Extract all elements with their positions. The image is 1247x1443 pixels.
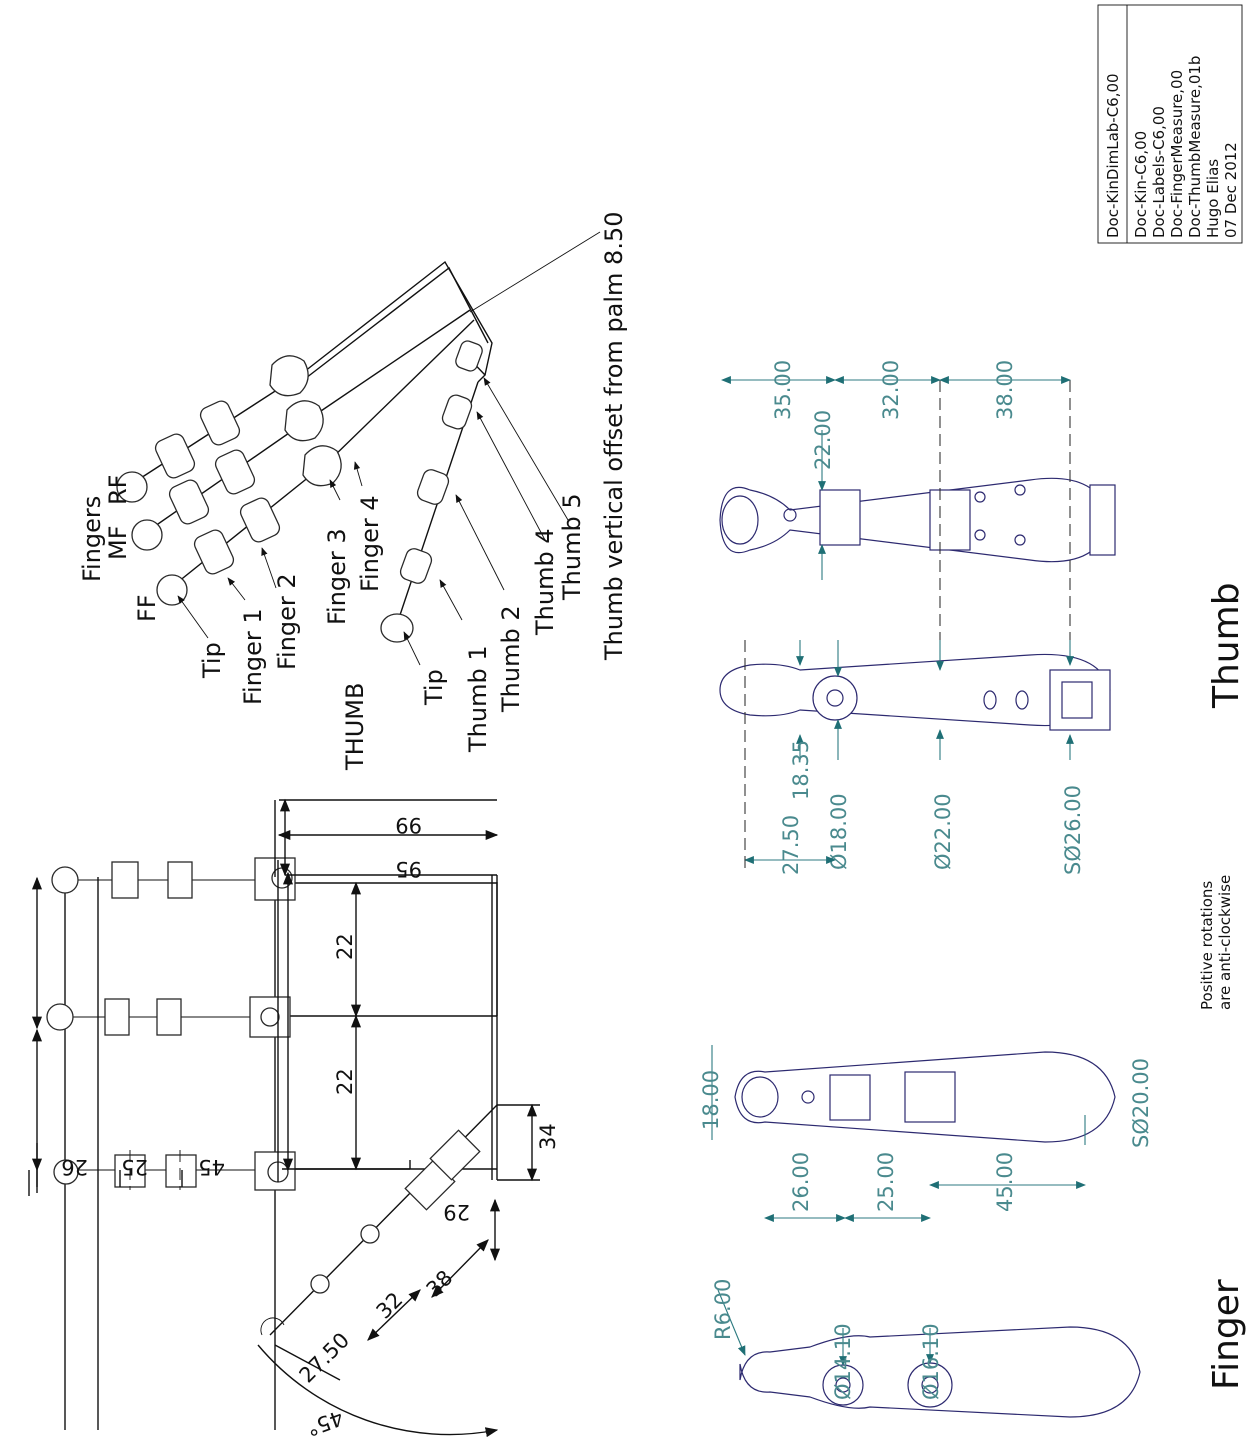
thumb-dim-38: 38.00 bbox=[993, 360, 1017, 420]
dim-29: 29 bbox=[443, 1200, 470, 1224]
title-block: Doc-KinDimLab-C6,00 Doc-Kin-C6,00 Doc-La… bbox=[1097, 4, 1243, 244]
title-block-ref-1: Doc-Kin-C6,00 bbox=[1132, 131, 1150, 238]
mf-tip-sphere bbox=[131, 519, 163, 551]
thumb-dim-phi-18: Ø18.00 bbox=[827, 793, 851, 870]
label-finger-2: Finger 2 bbox=[273, 573, 301, 670]
note-line-2: are anti-clockwise bbox=[1216, 875, 1234, 1010]
thumb-dim-32: 32.00 bbox=[879, 360, 903, 420]
label-rf: RF bbox=[104, 475, 132, 505]
plan-dimension-view: 26 25 45 22 22 99 95 34 29 38 32 27.50 bbox=[28, 798, 560, 1441]
dim-22-b: 22 bbox=[333, 933, 357, 960]
title-block-ref-2: Doc-Labels-C6,00 bbox=[1150, 106, 1168, 238]
title-block-author: Hugo Elias bbox=[1204, 159, 1222, 238]
dim-32: 32 bbox=[372, 1288, 408, 1324]
label-finger-4: Finger 4 bbox=[356, 495, 384, 592]
thumb-dim-22: 22.00 bbox=[811, 410, 835, 470]
thumb-dim-27-50: 27.50 bbox=[779, 815, 803, 875]
dim-34: 34 bbox=[536, 1123, 560, 1150]
label-finger-3: Finger 3 bbox=[323, 528, 351, 625]
dim-26: 26 bbox=[61, 1155, 88, 1179]
finger-dim-r6: R6.00 bbox=[711, 1279, 735, 1340]
thumb-dim-18-35: 18.35 bbox=[789, 740, 813, 800]
thumb-tip-sphere bbox=[380, 613, 414, 643]
label-mf: MF bbox=[104, 525, 132, 560]
ff-tip-sphere bbox=[156, 574, 188, 606]
label-thumb-5: Thumb 5 bbox=[558, 493, 586, 601]
dim-22-a: 22 bbox=[333, 1068, 357, 1095]
title-block-ref-3: Doc-FingerMeasure,00 bbox=[1168, 70, 1186, 238]
thumb-caption: Thumb bbox=[1206, 582, 1247, 709]
dim-27-50: 27.50 bbox=[295, 1328, 354, 1387]
dim-38: 38 bbox=[422, 1266, 458, 1302]
title-block-title: Doc-KinDimLab-C6,00 bbox=[1104, 73, 1122, 238]
note-line-1: Positive rotations bbox=[1198, 881, 1216, 1010]
title-block-ref-4: Doc-ThumbMeasure,01b bbox=[1186, 56, 1204, 238]
label-thumb-4: Thumb 4 bbox=[531, 528, 559, 636]
finger-views: 18.00 26.00 25.00 45.00 SØ20.00 R6.00 Ø1… bbox=[699, 1045, 1247, 1418]
finger-dim-phi-16-10: Ø16.10 bbox=[919, 1323, 943, 1400]
label-ff: FF bbox=[133, 594, 161, 622]
kinematic-isometric-view: Fingers RF MF FF Tip Finger 1 Finger 2 F… bbox=[78, 212, 628, 772]
label-thumb-tip: Tip bbox=[420, 669, 448, 706]
angle-45: 45° bbox=[303, 1405, 346, 1440]
thumb-dim-phi-22: Ø22.00 bbox=[931, 793, 955, 870]
finger-dim-18: 18.00 bbox=[699, 1070, 723, 1130]
dim-25: 25 bbox=[121, 1155, 148, 1179]
title-block-date: 07 Dec 2012 bbox=[1222, 142, 1240, 238]
label-thumb-group: THUMB bbox=[341, 683, 369, 771]
label-fingers: Fingers bbox=[78, 496, 106, 582]
dim-95: 95 bbox=[395, 857, 422, 881]
finger-dim-s-phi-20: SØ20.00 bbox=[1129, 1058, 1153, 1148]
finger-dim-26: 26.00 bbox=[789, 1152, 813, 1212]
label-thumb-2: Thumb 2 bbox=[497, 605, 525, 713]
dim-45: 45 bbox=[198, 1155, 225, 1179]
label-offset-note: Thumb vertical offset from palm 8.50 bbox=[600, 212, 628, 662]
rotation-note: Positive rotations are anti-clockwise bbox=[1198, 875, 1234, 1010]
label-tip: Tip bbox=[198, 642, 226, 679]
label-thumb-1: Thumb 1 bbox=[464, 645, 492, 753]
thumb-views: 35.00 32.00 38.00 22.00 18.35 Ø18.00 Ø22… bbox=[719, 360, 1247, 875]
rf-tip-sphere bbox=[116, 471, 148, 503]
thumb-dim-s-phi-26: SØ26.00 bbox=[1061, 785, 1085, 875]
finger-dim-45: 45.00 bbox=[993, 1152, 1017, 1212]
dim-99: 99 bbox=[395, 813, 422, 837]
thumb-dim-35: 35.00 bbox=[771, 360, 795, 420]
finger-caption: Finger bbox=[1206, 1279, 1247, 1390]
finger-dim-phi-14-10: Ø14.10 bbox=[831, 1323, 855, 1400]
label-finger-1: Finger 1 bbox=[239, 608, 267, 705]
finger-dim-25: 25.00 bbox=[874, 1152, 898, 1212]
